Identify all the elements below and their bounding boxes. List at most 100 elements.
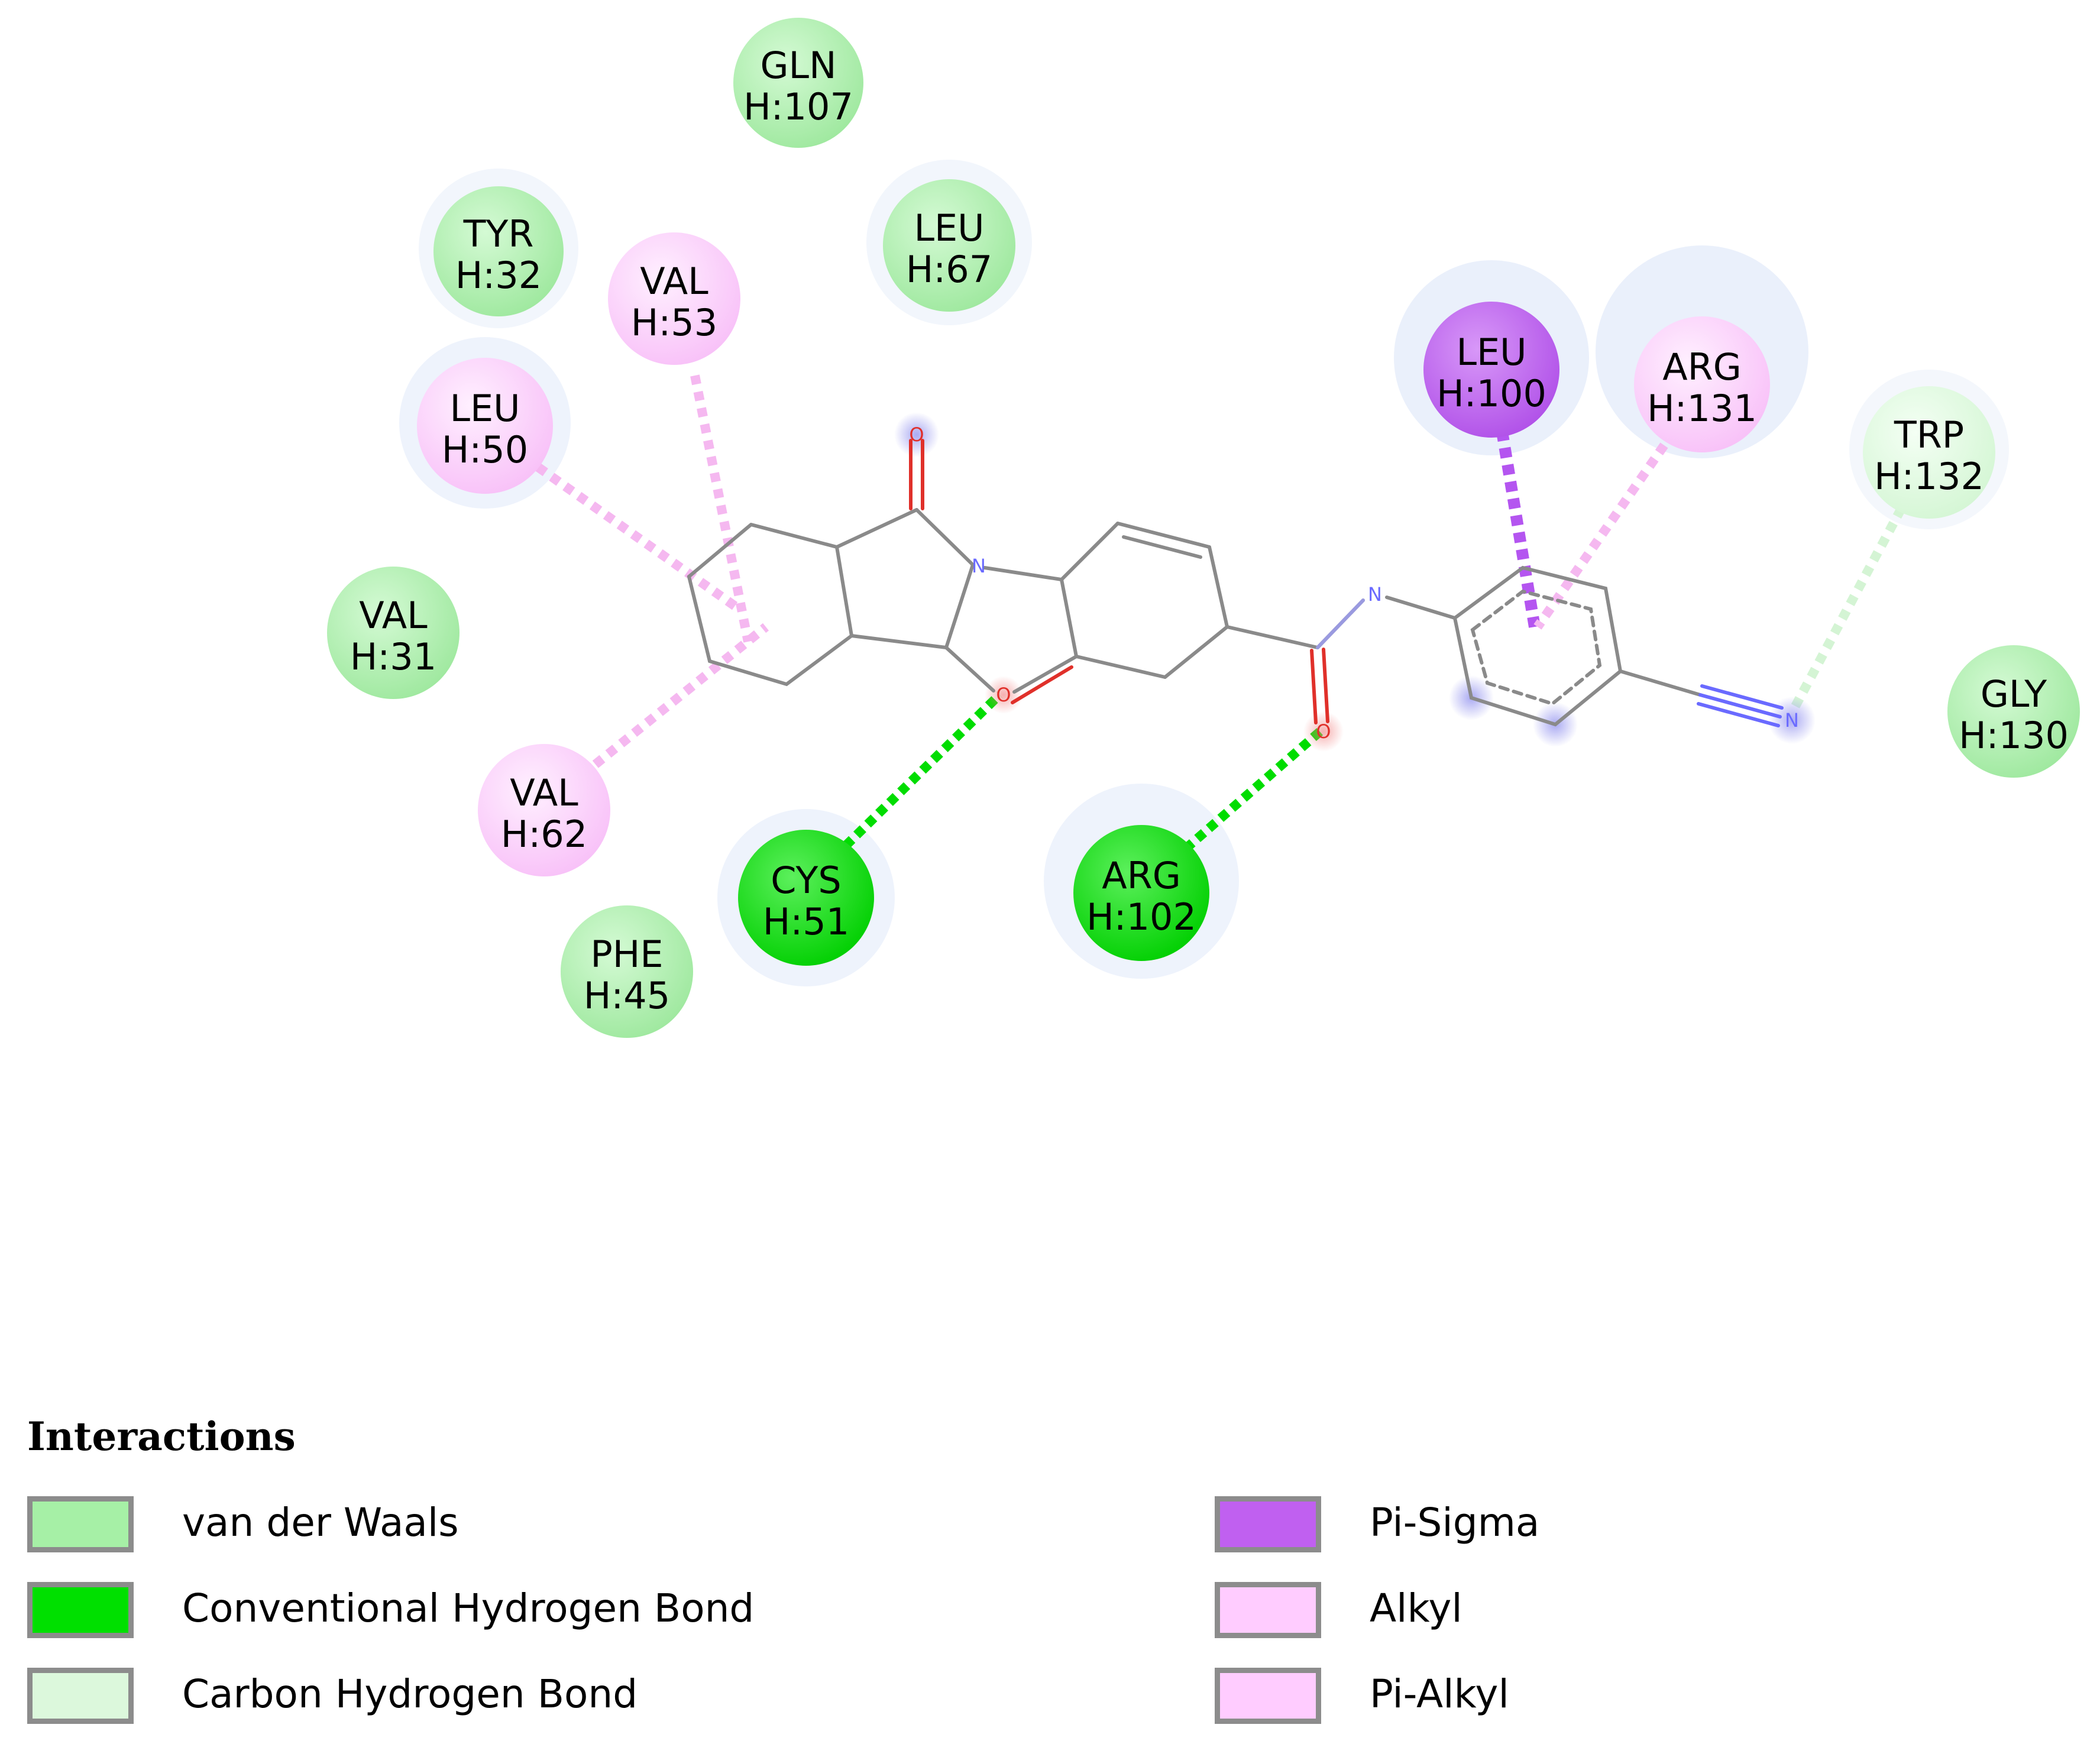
legend-swatch (1215, 1496, 1321, 1552)
residue-number: H:102 (1086, 895, 1196, 939)
residue-name: TRP (1894, 413, 1964, 457)
amide-n-bond (1316, 598, 1365, 649)
bond-ring2-e (1075, 655, 1167, 679)
residue-number: H:32 (455, 254, 542, 297)
legend-label: Pi-Sigma (1370, 1500, 1540, 1545)
alkyl-line-leu50 (535, 463, 742, 613)
glow-ring-oxygen (985, 676, 1023, 714)
residue-disc (1634, 316, 1770, 452)
legend-label: van der Waals (182, 1500, 459, 1545)
ligand-structure: O N O N O N (687, 412, 1816, 752)
bond-phenyl-cn (1619, 669, 1702, 697)
residue-disc (608, 232, 740, 365)
atom-label-n-nitrile: N (1785, 709, 1799, 732)
atom-label-o-top: O (909, 423, 924, 446)
residue-name: ARG (1662, 345, 1742, 389)
bond-n-ch (944, 563, 975, 649)
interaction-lines (535, 374, 1906, 853)
residue-number: H:131 (1647, 387, 1757, 430)
residue-number: H:31 (350, 635, 436, 678)
residue-disc (1073, 825, 1209, 961)
bond-ring2-f (1060, 578, 1078, 658)
pi-sigma-line-leu100 (1493, 413, 1541, 628)
residue-number: H:100 (1436, 372, 1546, 415)
residue-number: H:51 (763, 900, 849, 943)
bond-ring2-a (1060, 522, 1119, 581)
residue-number: H:132 (1874, 455, 1984, 498)
legend-label: Carbon Hydrogen Bond (182, 1671, 638, 1717)
hbond-line-cys51 (842, 691, 1003, 849)
residue-name: GLN (761, 44, 837, 87)
bond-o-ch (944, 646, 995, 693)
residue-number: H:130 (1959, 714, 2069, 757)
residue-disc (417, 358, 553, 494)
legend-title: Interactions (27, 1413, 296, 1460)
legend-item-pi-alkyl: Pi-Alkyl (1215, 1668, 2100, 1733)
residue-name: LEU (914, 206, 984, 250)
interaction-diagram: O N O N O N GLNH:107TYRH:32LEUH:67VALH:5… (327, 18, 2080, 1038)
nitrile-bond-3 (1697, 702, 1780, 727)
bond-ring2-d (1163, 625, 1229, 679)
bond-c-o-ring (1012, 655, 1078, 694)
bond-lines-colored (909, 439, 1784, 727)
residue-name: VAL (640, 260, 708, 303)
phenyl-aromatic-circle (1470, 589, 1602, 706)
bond-fused-top (835, 508, 918, 549)
residue-name: TYR (463, 212, 534, 255)
legend-swatch (27, 1582, 134, 1638)
nitrile-bond-2 (1700, 684, 1784, 710)
glow-carbonyl-oxygen (1303, 711, 1344, 752)
bond-ring2-c (1208, 545, 1229, 629)
bond-ring2-amide-c (1225, 625, 1319, 649)
atom-label-o-ring: O (996, 684, 1011, 706)
residue-number: H:107 (743, 85, 853, 128)
bond-ch-fused (850, 634, 948, 649)
atom-label-n-amide: N (1368, 583, 1382, 606)
legend-swatch (27, 1668, 134, 1724)
residue-name: VAL (359, 594, 428, 637)
alkyl-line-val62 (579, 623, 769, 779)
residue-name: LEU (1456, 331, 1526, 374)
residue-number: H:53 (631, 301, 717, 344)
residue-name: VAL (510, 771, 578, 814)
residue-name: LEU (449, 387, 520, 430)
legend-swatch (1215, 1582, 1321, 1638)
residue-disc (1423, 302, 1559, 438)
legend-item-hbond: Conventional Hydrogen Bond (27, 1582, 914, 1647)
residue-number: H:62 (501, 813, 587, 856)
legend-label: Alkyl (1370, 1586, 1462, 1631)
bond-ring2-b (1116, 522, 1211, 549)
residue-number: H:67 (906, 248, 992, 291)
residue-nodes: GLNH:107TYRH:32LEUH:67VALH:53LEUH:50VALH… (327, 18, 2080, 1038)
legend-item-pi-sigma: Pi-Sigma (1215, 1496, 2100, 1561)
residue-disc (327, 567, 460, 699)
residue-disc (738, 830, 874, 966)
atom-label-o-amide: O (1316, 720, 1331, 743)
atom-label-n-ring: N (972, 555, 986, 577)
legend-item-chbond: Carbon Hydrogen Bond (27, 1668, 914, 1733)
legend-swatch (1215, 1668, 1321, 1724)
bond-n-phenyl (1385, 596, 1457, 620)
residue-disc (561, 905, 693, 1038)
residue-number: H:50 (442, 428, 528, 471)
legend-item-alkyl: Alkyl (1215, 1582, 2100, 1647)
residue-name: GLY (1981, 672, 2047, 716)
double-bond-c-o-amide-a (1310, 649, 1318, 724)
alkyl-line-val53 (690, 374, 753, 643)
pi-alkyl-line-arg131 (1533, 429, 1678, 630)
cyclohexane-ring (687, 523, 854, 687)
bond-carbonyl-c-n (915, 508, 975, 567)
double-bond-c-o-amide-b (1322, 648, 1329, 723)
